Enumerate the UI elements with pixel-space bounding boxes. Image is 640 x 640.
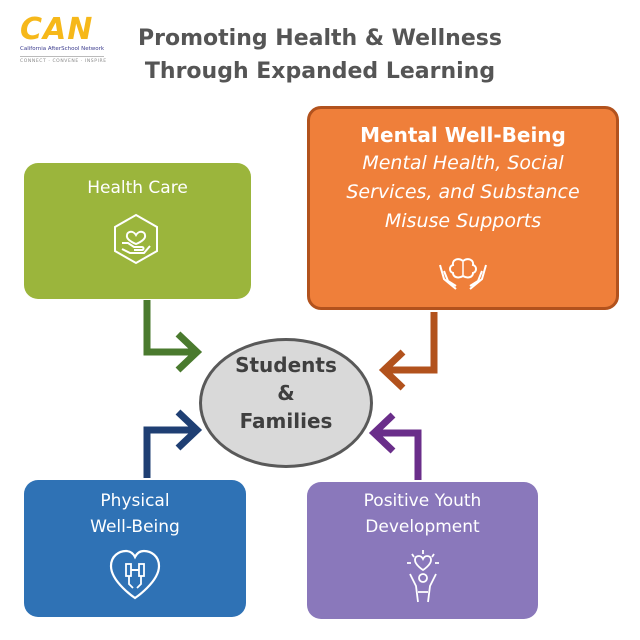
positive-youth-development-box: Positive Youth Development [307,482,538,619]
heart-dumbbell-icon [109,549,161,600]
pyd-line-1: Positive Youth [363,491,482,511]
mental-sub-line-1: Mental Health, Social [362,152,564,174]
mental-sub-line-2: Services, and Substance [346,181,580,203]
mental-arrow [378,312,438,391]
pyd-arrow [368,412,422,480]
mental-well-being-title: Mental Well-Being [360,123,566,147]
pyd-label: Positive Youth Development [307,488,538,540]
physical-line-1: Physical [100,491,170,511]
health-care-label: Health Care [87,178,188,198]
logo-mark: CAN [20,12,94,47]
logo-tagline: CONNECT · CONVENE · INSPIRE [20,59,107,64]
center-line-2: & [277,381,295,405]
physical-well-being-box: Physical Well-Being [24,480,246,617]
title-line-1: Promoting Health & Wellness [138,26,502,51]
pyd-line-2: Development [365,517,480,537]
hand-heart-hexagon-icon [114,213,158,265]
mental-sub-line-3: Misuse Supports [384,210,542,232]
physical-line-2: Well-Being [90,517,180,537]
center-line-3: Families [239,409,333,433]
logo-subtitle: California AfterSchool Network [20,46,105,52]
physical-arrow [143,409,203,478]
health-arrow [143,300,203,373]
students-families-circle: Students & Families [199,338,373,468]
mental-well-being-subtitle: Mental Health, Social Services, and Subs… [310,149,616,236]
mental-well-being-box: Mental Well-Being Mental Health, Social … [307,106,619,310]
title-line-2: Through Expanded Learning [144,59,496,84]
page-title: Promoting Health & Wellness Through Expa… [110,22,530,88]
can-logo: CAN California AfterSchool Network CONNE… [20,14,106,70]
logo-divider [20,56,104,57]
hands-brain-icon [439,258,487,290]
center-label: Students & Families [202,351,370,435]
center-line-1: Students [235,353,337,377]
health-care-box: Health Care [24,163,251,299]
person-heart-icon [407,550,439,603]
physical-well-being-label: Physical Well-Being [24,488,246,540]
